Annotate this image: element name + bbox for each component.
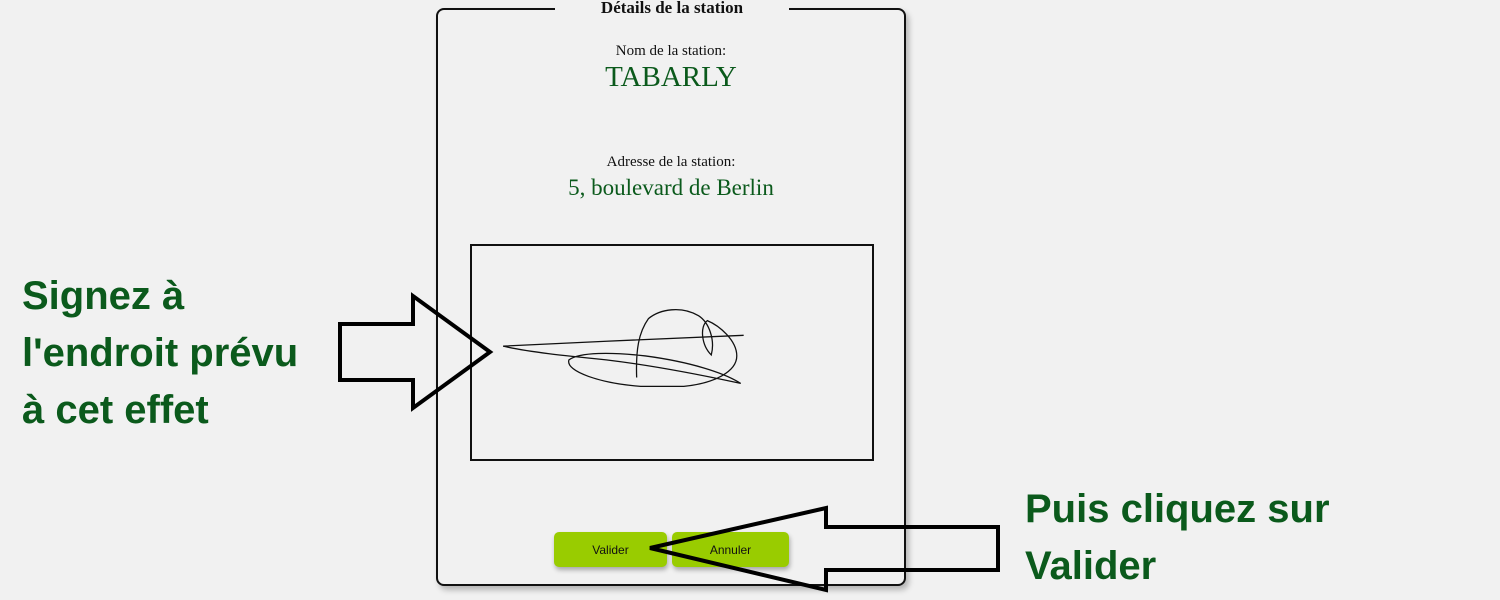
annotation-sign-line3: à cet effet [22,388,209,432]
station-name-label: Nom de la station: [615,43,727,59]
annotation-click-line1: Puis cliquez sur [1025,487,1330,531]
station-address-value: 5, boulevard de Berlin [568,175,774,200]
signature-canvas[interactable] [470,244,874,461]
annotation-sign-line1: Signez à [22,274,185,318]
annotation-click-line2: Valider [1025,544,1157,588]
annotation-sign-line2: l'endroit prévu [22,331,299,375]
arrow-right-icon [338,292,494,412]
signature-stroke [503,309,744,388]
station-address-label: Adresse de la station: [606,154,736,170]
arrow-left-icon [649,505,1000,593]
station-name-value: TABARLY [605,61,737,93]
panel-title: Détails de la station [555,0,789,20]
validate-button[interactable]: Valider [554,532,667,567]
